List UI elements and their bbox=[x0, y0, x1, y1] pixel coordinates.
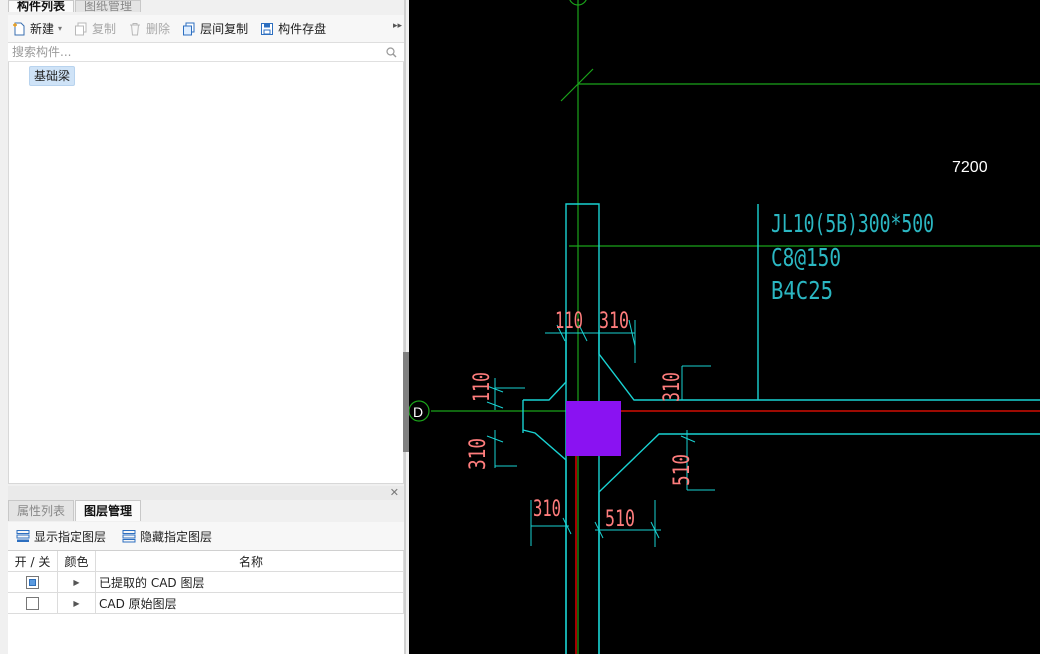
dim-text-right-top: 310 bbox=[660, 372, 685, 402]
new-button[interactable]: 新建 ▾ bbox=[8, 18, 66, 40]
layer-visible-checkbox[interactable] bbox=[26, 596, 39, 610]
expand-arrow-icon[interactable]: ▶ bbox=[73, 598, 80, 608]
overflow-chevron-icon[interactable]: ▸▸ bbox=[392, 21, 402, 31]
component-tabs: 构件列表 图纸管理 bbox=[8, 0, 142, 12]
layer-table: 开 / 关 颜色 名称 ▶ 已提取的 CAD 图层 ▶ bbox=[8, 550, 404, 654]
tab-component-list[interactable]: 构件列表 bbox=[8, 0, 75, 12]
layer-name: CAD 原始图层 bbox=[96, 593, 404, 613]
list-item[interactable]: 基础梁 bbox=[29, 66, 76, 86]
table-row[interactable]: ▶ 已提取的 CAD 图层 bbox=[8, 572, 404, 593]
layer-toolbar: 显示指定图层 隐藏指定图层 bbox=[8, 522, 404, 550]
dim-text-top-right: 310 bbox=[599, 309, 629, 334]
layers-hide-icon bbox=[122, 529, 136, 543]
search-icon[interactable] bbox=[386, 47, 397, 58]
component-search bbox=[8, 43, 404, 62]
cad-canvas[interactable]: 7200 JL10(5B)300*500 C8@150 B4C25 D 110 … bbox=[409, 0, 1040, 654]
copy-button-label: 复制 bbox=[92, 22, 117, 36]
onoff-cell bbox=[8, 572, 58, 592]
layers-show-icon bbox=[16, 529, 30, 543]
onoff-cell bbox=[8, 593, 58, 613]
table-row[interactable]: ▶ CAD 原始图层 bbox=[8, 593, 404, 614]
beam-label-line-1: JL10(5B)300*500 bbox=[771, 209, 934, 238]
hide-layer-button[interactable]: 隐藏指定图层 bbox=[118, 525, 216, 547]
chevron-down-icon[interactable]: ▾ bbox=[58, 24, 63, 33]
delete-button-label: 删除 bbox=[146, 22, 171, 36]
layer-visible-checkbox[interactable] bbox=[26, 575, 39, 589]
copy-button[interactable]: 复制 bbox=[70, 18, 120, 40]
beam-label[interactable]: JL10(5B)300*500 C8@150 B4C25 bbox=[771, 209, 934, 305]
tab-layer-manager[interactable]: 图层管理 bbox=[75, 500, 142, 521]
floor-copy-button[interactable]: 层间复制 bbox=[178, 18, 252, 40]
table-header-row: 开 / 关 颜色 名称 bbox=[8, 551, 404, 572]
dim-text-bottom-right: 510 bbox=[605, 507, 635, 532]
header-onoff: 开 / 关 bbox=[8, 551, 58, 571]
panel-splitter[interactable]: ✕ bbox=[8, 486, 404, 500]
close-icon[interactable]: ✕ bbox=[389, 486, 399, 499]
show-layer-button[interactable]: 显示指定图层 bbox=[12, 525, 110, 547]
panel-border bbox=[404, 0, 406, 654]
copy-icon bbox=[74, 22, 88, 36]
delete-button[interactable]: 删除 bbox=[124, 18, 174, 40]
search-input[interactable] bbox=[12, 45, 372, 59]
dimension-lines bbox=[486, 319, 715, 547]
dim-text-bottom-left: 310 bbox=[533, 497, 561, 522]
hide-layer-label: 隐藏指定图层 bbox=[140, 529, 213, 544]
component-toolbar: 新建 ▾ 复制 删除 层间复制 bbox=[8, 15, 404, 43]
property-tabs: 属性列表 图层管理 bbox=[8, 500, 142, 521]
dim-text-right-bottom: 510 bbox=[670, 454, 695, 486]
dim-text-left-top: 110 bbox=[470, 372, 495, 402]
floor-copy-label: 层间复制 bbox=[200, 22, 249, 36]
layer-name: 已提取的 CAD 图层 bbox=[96, 572, 404, 592]
column-block[interactable] bbox=[566, 401, 621, 456]
header-name: 名称 bbox=[96, 551, 404, 571]
save-component-button[interactable]: 构件存盘 bbox=[256, 18, 330, 40]
save-disk-icon bbox=[260, 22, 274, 36]
axis-label-d: D bbox=[413, 404, 423, 420]
color-cell: ▶ bbox=[58, 593, 96, 613]
expand-arrow-icon[interactable]: ▶ bbox=[73, 577, 80, 587]
dimension-top-text: 7200 bbox=[952, 159, 988, 176]
show-layer-label: 显示指定图层 bbox=[34, 529, 107, 544]
axis-lines bbox=[409, 0, 1040, 654]
left-panel: 构件列表 图纸管理 新建 ▾ 复制 删除 bbox=[0, 0, 406, 654]
trash-icon bbox=[128, 22, 142, 36]
save-component-label: 构件存盘 bbox=[278, 22, 327, 36]
new-button-label: 新建 bbox=[30, 22, 55, 36]
dim-text-left-bottom: 310 bbox=[466, 438, 491, 470]
header-color: 颜色 bbox=[58, 551, 96, 571]
cad-drawing: 7200 JL10(5B)300*500 C8@150 B4C25 D 110 … bbox=[409, 0, 1040, 654]
dim-texts: 110 310 110 310 310 510 310 510 bbox=[466, 309, 695, 532]
beam-label-line-3: B4C25 bbox=[771, 276, 833, 305]
resize-handle[interactable] bbox=[403, 352, 409, 452]
dim-text-top-left: 110 bbox=[555, 309, 583, 334]
new-file-icon bbox=[12, 22, 26, 36]
component-list: 基础梁 bbox=[8, 62, 404, 484]
beam-label-line-2: C8@150 bbox=[771, 243, 841, 272]
tab-drawing-manager[interactable]: 图纸管理 bbox=[75, 0, 142, 12]
floor-copy-icon bbox=[182, 22, 196, 36]
color-cell: ▶ bbox=[58, 572, 96, 592]
tab-property-list[interactable]: 属性列表 bbox=[8, 500, 75, 521]
